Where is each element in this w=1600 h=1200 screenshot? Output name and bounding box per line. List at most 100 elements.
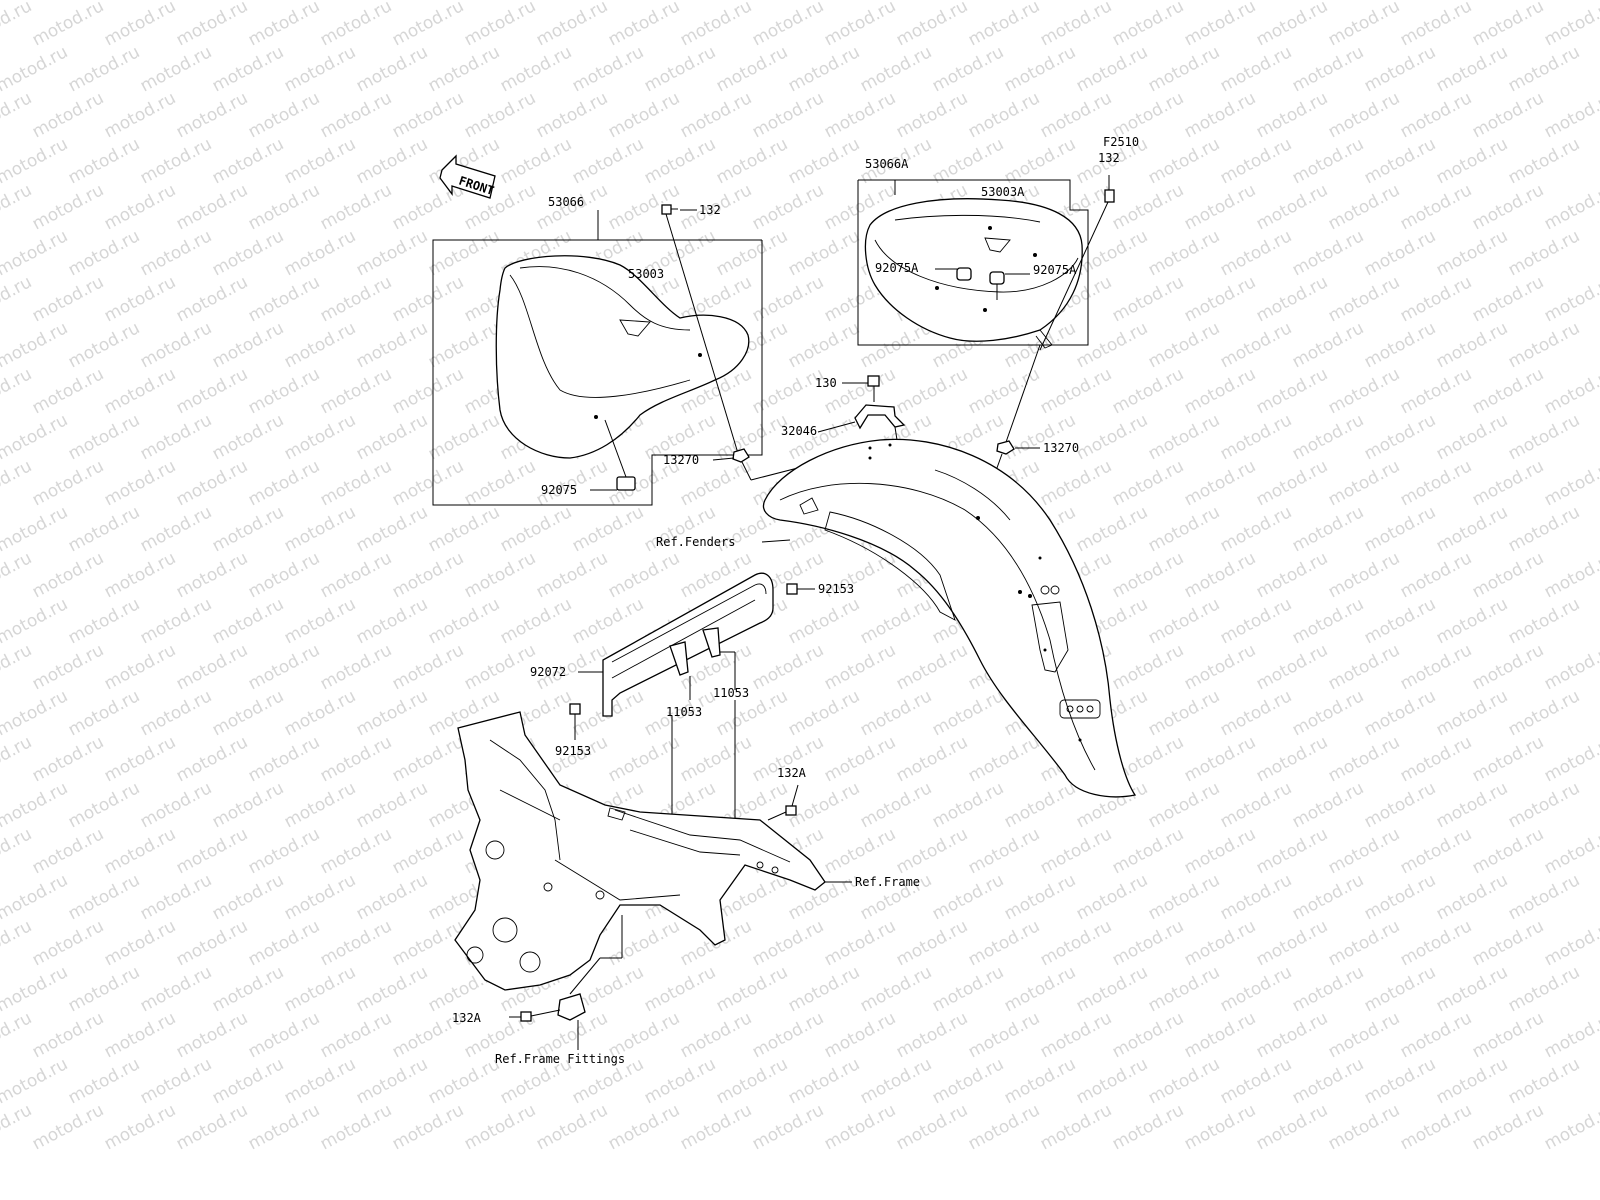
watermark-text: motod.ru (29, 1100, 107, 1154)
watermark-text: motod.ru (1145, 134, 1223, 188)
watermark-text: motod.ru (497, 594, 575, 648)
watermark-text: motod.ru (1145, 870, 1223, 924)
watermark-text: motod.ru (569, 594, 647, 648)
watermark-text: motod.ru (1325, 1008, 1403, 1062)
watermark-text: motod.ru (461, 456, 539, 510)
watermark-text: motod.ru (965, 1100, 1043, 1154)
watermark-text: motod.ru (1505, 686, 1583, 740)
watermark-text: motod.ru (0, 1100, 35, 1154)
watermark-text: motod.ru (893, 732, 971, 786)
watermark-text: motod.ru (425, 502, 503, 556)
watermark-text: motod.ru (1109, 1008, 1187, 1062)
label-53066A: 53066A (865, 157, 909, 171)
bolt-132-left (661, 204, 741, 461)
damper-92075A-right (989, 271, 1005, 285)
label-92153-top: 92153 (818, 582, 854, 596)
watermark-text: motod.ru (1325, 0, 1403, 50)
watermark-text: motod.ru (1073, 42, 1151, 96)
watermark-text: motod.ru (1541, 180, 1600, 234)
watermark-text: motod.ru (1145, 42, 1223, 96)
watermark-text: motod.ru (1217, 134, 1295, 188)
watermark-text: motod.ru (713, 410, 791, 464)
watermark-text: motod.ru (29, 364, 107, 418)
watermark-text: motod.ru (389, 272, 467, 326)
watermark-text: motod.ru (1001, 962, 1079, 1016)
watermark-text: motod.ru (1037, 364, 1115, 418)
watermark-text: motod.ru (785, 318, 863, 372)
frame-fitting (557, 993, 586, 1021)
watermark-text: motod.ru (1289, 778, 1367, 832)
watermark-text: motod.ru (1145, 410, 1223, 464)
watermark-text: motod.ru (317, 456, 395, 510)
watermark-text: motod.ru (677, 1100, 755, 1154)
watermark-text: motod.ru (965, 732, 1043, 786)
watermark-text: motod.ru (1109, 272, 1187, 326)
watermark-text: motod.ru (1505, 502, 1583, 556)
watermark-text: motod.ru (209, 1054, 287, 1108)
watermark-text: motod.ru (245, 548, 323, 602)
watermark-text: motod.ru (1469, 180, 1547, 234)
watermark-text: motod.ru (1505, 594, 1583, 648)
watermark-text: motod.ru (1145, 226, 1223, 280)
watermark-text: motod.ru (173, 640, 251, 694)
watermark-text: motod.ru (1433, 778, 1511, 832)
watermark-text: motod.ru (137, 318, 215, 372)
watermark-text: motod.ru (1469, 456, 1547, 510)
watermark-text: motod.ru (461, 0, 539, 50)
watermark-text: motod.ru (245, 640, 323, 694)
watermark-text: motod.ru (1145, 778, 1223, 832)
watermark-text: motod.ru (317, 640, 395, 694)
watermark-text: motod.ru (1109, 916, 1187, 970)
watermark-text: motod.ru (1109, 640, 1187, 694)
watermark-text: motod.ru (677, 0, 755, 50)
watermark-text: motod.ru (209, 778, 287, 832)
watermark-text: motod.ru (1469, 640, 1547, 694)
watermark-text: motod.ru (641, 962, 719, 1016)
watermark-text: motod.ru (497, 42, 575, 96)
watermark-text: motod.ru (101, 548, 179, 602)
watermark-text: motod.ru (0, 272, 35, 326)
watermark-text: motod.ru (1325, 824, 1403, 878)
watermark-text: motod.ru (1361, 502, 1439, 556)
watermark-text: motod.ru (1505, 42, 1583, 96)
watermark-text: motod.ru (1541, 88, 1600, 142)
watermark-text: motod.ru (749, 272, 827, 326)
watermark-text: motod.ru (965, 0, 1043, 50)
watermark-text: motod.ru (1109, 0, 1187, 50)
watermark-text: motod.ru (173, 88, 251, 142)
label-53003: 53003 (628, 267, 664, 281)
watermark-text: motod.ru (29, 916, 107, 970)
watermark-text: motod.ru (1397, 1100, 1475, 1154)
watermark-text: motod.ru (749, 1008, 827, 1062)
watermark-text: motod.ru (389, 364, 467, 418)
watermark-text: motod.ru (1109, 180, 1187, 234)
part-labels: F2510 53066 53003 92075 132 13270 53066A… (452, 135, 1139, 1066)
watermark-text: motod.ru (209, 134, 287, 188)
watermark-text: motod.ru (137, 410, 215, 464)
watermark-text: motod.ru (929, 686, 1007, 740)
watermark-text: motod.ru (281, 410, 359, 464)
watermark-text: motod.ru (209, 962, 287, 1016)
watermark-text: motod.ru (1325, 732, 1403, 786)
watermark-text: motod.ru (65, 502, 143, 556)
watermark-text: motod.ru (1541, 456, 1600, 510)
watermark-text: motod.ru (353, 502, 431, 556)
watermark-text: motod.ru (605, 916, 683, 970)
watermark-text: motod.ru (0, 824, 35, 878)
watermark-text: motod.ru (137, 42, 215, 96)
frame-group (454, 711, 852, 1050)
watermark-text: motod.ru (173, 548, 251, 602)
label-92075A-left: 92075A (875, 261, 919, 275)
watermark-text: motod.ru (677, 88, 755, 142)
watermark-text: motod.ru (137, 226, 215, 280)
watermark-text: motod.ru (857, 594, 935, 648)
watermark-text: motod.ru (1469, 824, 1547, 878)
watermark-text: motod.ru (1145, 502, 1223, 556)
watermark-text: motod.ru (1361, 870, 1439, 924)
watermark-text: motod.ru (497, 134, 575, 188)
watermark-text: motod.ru (1505, 410, 1583, 464)
watermark-text: motod.ru (461, 88, 539, 142)
watermark-text: motod.ru (101, 88, 179, 142)
watermark-text: motod.ru (533, 88, 611, 142)
